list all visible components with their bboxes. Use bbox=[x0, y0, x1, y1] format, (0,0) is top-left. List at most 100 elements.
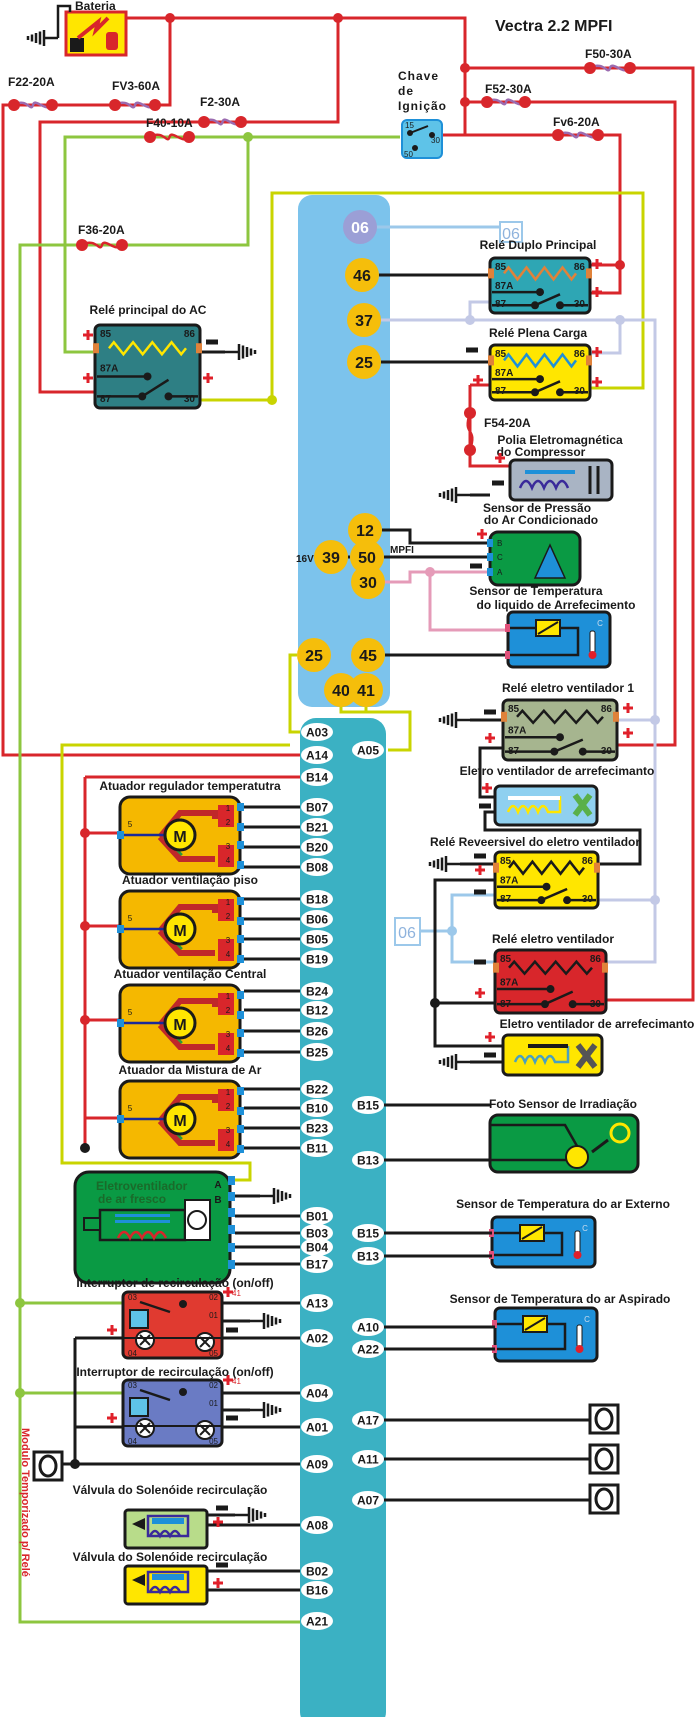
junction-dot bbox=[407, 130, 413, 136]
recirc-valve-1 bbox=[123, 1508, 209, 1550]
coolant-temp-sensor-body bbox=[506, 610, 612, 669]
fuse: FV3-60A bbox=[109, 79, 161, 111]
fan-terminal bbox=[228, 1260, 235, 1269]
cooling-fan-2-label: Eletro ventilador de arrefecimanto bbox=[500, 1017, 695, 1031]
pin-label-87a: 87A bbox=[500, 977, 518, 988]
recirc-valve-1-body bbox=[123, 1508, 209, 1550]
connector-label: B03 bbox=[306, 1227, 328, 1241]
connector-B12: B12 bbox=[301, 1001, 333, 1019]
junction-dot bbox=[460, 97, 470, 107]
fuse: F36-20A bbox=[76, 223, 128, 251]
connector-B21: B21 bbox=[301, 818, 333, 836]
plus-sign bbox=[485, 733, 495, 743]
ecu-pin-46: 46 bbox=[345, 258, 379, 292]
connector-A04: A04 bbox=[301, 1384, 333, 1402]
ecu-pin-label: 46 bbox=[353, 268, 371, 285]
pin-label-86: 86 bbox=[590, 954, 602, 965]
connector-label: B10 bbox=[306, 1102, 328, 1116]
connector-B16: B16 bbox=[301, 1581, 333, 1599]
pin-label-85: 85 bbox=[508, 704, 520, 715]
junction-dot bbox=[536, 375, 544, 384]
junction-dot bbox=[540, 1000, 549, 1009]
battery bbox=[56, 4, 128, 57]
plus-sign bbox=[107, 1325, 117, 1335]
valve-label: Válvula do Solenóide recirculação bbox=[73, 1550, 268, 1564]
switch-label: Interruptor de recirculação (on/off) bbox=[76, 1365, 273, 1379]
pin-label-30: 30 bbox=[184, 394, 196, 405]
minus-sign bbox=[226, 1327, 238, 1333]
junction-dot bbox=[412, 145, 418, 151]
plus-sign bbox=[482, 783, 492, 793]
connector-B11: B11 bbox=[301, 1139, 333, 1157]
switch-pin-label: 04 bbox=[128, 1437, 137, 1446]
wire bbox=[428, 572, 508, 632]
junction-dot bbox=[615, 315, 625, 325]
switch-pin-label: 04 bbox=[128, 1349, 137, 1358]
wire bbox=[590, 320, 622, 355]
pin-label-30: 30 bbox=[574, 299, 586, 310]
plus-sign bbox=[495, 453, 505, 463]
intake-temp-sensor: C bbox=[492, 1306, 599, 1363]
actuator-pin-label: 3 bbox=[226, 936, 231, 945]
connector-label: A04 bbox=[306, 1387, 328, 1401]
actuator-label: Atuador ventilação piso bbox=[122, 873, 258, 887]
fresh-air-fan-label: de ar fresco bbox=[98, 1192, 166, 1206]
pressure-sensor-pin: C bbox=[497, 553, 503, 562]
ecu-pin-label: 06 bbox=[351, 220, 369, 237]
fan-terminal bbox=[228, 1176, 235, 1185]
plus-sign bbox=[223, 1287, 233, 1297]
ecu-pin-25: 25 bbox=[297, 638, 331, 672]
ecu-pin-50: 50 bbox=[350, 540, 384, 574]
relay-duplo-label: Relé Duplo Principal bbox=[480, 238, 597, 252]
minus-sign bbox=[216, 1562, 228, 1568]
ground-icon bbox=[250, 1402, 282, 1418]
wire bbox=[339, 706, 412, 752]
connector-label: B08 bbox=[306, 861, 328, 875]
switch-pin-label: 03 bbox=[128, 1293, 137, 1302]
junction-dot bbox=[542, 882, 551, 891]
ground-icon bbox=[225, 344, 257, 360]
wire bbox=[1, 18, 300, 757]
minus-sign bbox=[492, 480, 504, 486]
ecu-pin-label: 45 bbox=[359, 648, 377, 665]
connector-B05: B05 bbox=[301, 930, 333, 948]
coolant-temp-sensor-label: do liquido de Arrefecimento bbox=[477, 598, 636, 612]
ecu-pin-39: 39 bbox=[314, 540, 348, 574]
ground-icon bbox=[438, 487, 470, 503]
ground-icon bbox=[250, 1313, 282, 1329]
ecu-pin-45: 45 bbox=[351, 638, 385, 672]
junction-dot bbox=[615, 260, 625, 270]
connector-B10: B10 bbox=[301, 1099, 333, 1117]
junction-dot bbox=[563, 896, 572, 905]
switch-pin-label: 05 bbox=[209, 1349, 218, 1358]
junction-dot bbox=[556, 388, 564, 397]
relay-plena-label: Relé Plena Carga bbox=[489, 326, 587, 340]
switch-ref-41: 41 bbox=[232, 1289, 241, 1298]
junction-dot bbox=[536, 288, 544, 297]
switch-pin-label: 02 bbox=[209, 1381, 218, 1390]
fuse: Fv6-20A bbox=[552, 115, 604, 141]
fuse-label: FV3-60A bbox=[112, 79, 160, 93]
fuse-label: Fv6-20A bbox=[553, 115, 600, 129]
plus-sign bbox=[107, 1413, 117, 1423]
junction-dot bbox=[650, 715, 660, 725]
wire bbox=[381, 318, 657, 964]
connector-label: A08 bbox=[306, 1519, 328, 1533]
pin-label-87a: 87A bbox=[495, 368, 513, 379]
actuator-pin-label: 2 bbox=[226, 1006, 231, 1015]
fan-pin-a: A bbox=[214, 1180, 221, 1191]
minus-sign bbox=[484, 1052, 496, 1058]
connector-label: A09 bbox=[306, 1458, 328, 1472]
switch-pin-label: 01 bbox=[209, 1311, 218, 1320]
wire bbox=[442, 133, 622, 295]
junction-dot bbox=[465, 315, 475, 325]
ref-06-box bbox=[394, 917, 421, 946]
sunlight-sensor bbox=[488, 1113, 640, 1174]
connector-label: B15 bbox=[357, 1099, 379, 1113]
ecu-pin-label: 37 bbox=[355, 313, 373, 330]
outside-temp-sensor-label: Sensor de Temperatura do ar Externo bbox=[456, 1197, 670, 1211]
